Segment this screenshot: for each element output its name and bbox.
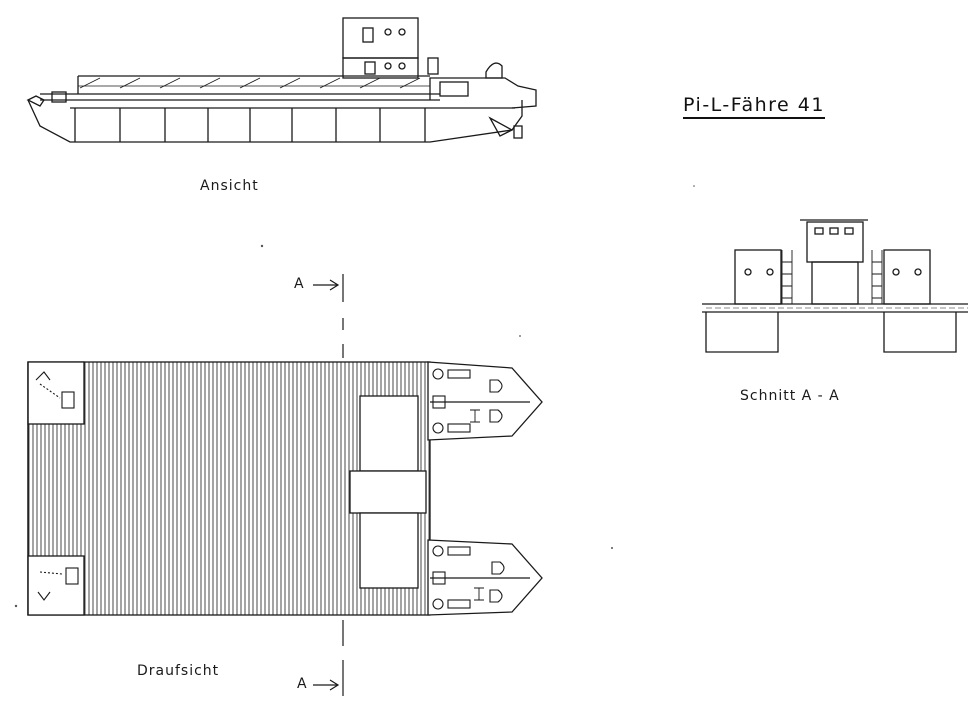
side-wheelhouse: [342, 17, 419, 59]
drawing-title: Pi-L-Fähre 41: [683, 94, 825, 119]
top-view: [27, 361, 543, 616]
top-view-details: [35, 368, 505, 610]
top-cover-lower: [359, 512, 419, 589]
section-cabin-left: [734, 249, 782, 305]
section-marker-top: A: [294, 276, 305, 292]
section-line: [313, 274, 344, 696]
top-ramp-lower: [27, 555, 85, 616]
top-bow-upper: [427, 361, 543, 441]
side-view: [26, 17, 537, 143]
side-view-label: Ansicht: [200, 178, 259, 194]
top-view-label: Draufsicht: [137, 663, 220, 679]
top-cover-upper: [359, 395, 419, 472]
section-cabin-right: [883, 249, 931, 305]
top-cover-middle: [349, 470, 427, 514]
section-view: [702, 219, 968, 353]
section-marker-bottom: A: [297, 676, 308, 692]
top-ramp-upper: [27, 361, 85, 425]
scan-noise: [14, 185, 695, 608]
section-view-label: Schnitt A - A: [740, 388, 840, 404]
side-hull: [27, 99, 523, 143]
